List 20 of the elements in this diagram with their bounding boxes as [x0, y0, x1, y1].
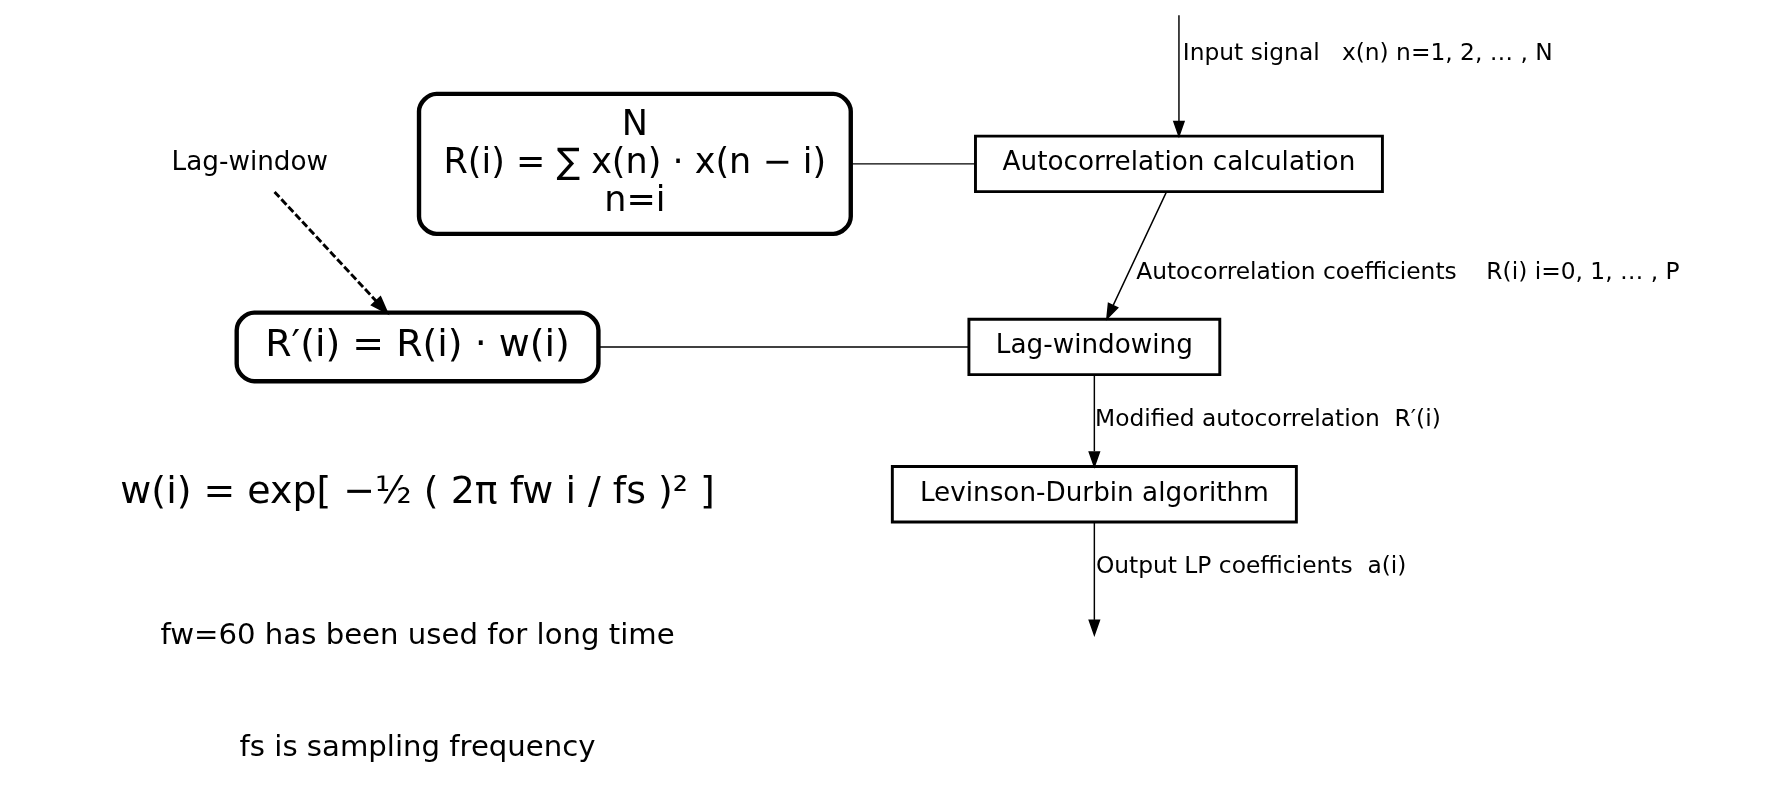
node-box: Lag-windowing	[967, 317, 1222, 377]
edge-label: Output LP coefficients a(i)	[1095, 551, 1407, 580]
node-box: R′(i) = R(i) · w(i)	[234, 310, 601, 384]
arrow	[1172, 14, 1186, 139]
label: fw=60 has been used for long time	[160, 616, 675, 651]
arrow	[1088, 521, 1101, 637]
node-box: Autocorrelation calculation	[974, 134, 1384, 194]
label: fs is sampling frequency	[239, 729, 596, 764]
node-box: Levinson-Durbin algorithm	[890, 465, 1298, 524]
connector	[850, 163, 977, 165]
edge-label: Input signal x(n) n=1, 2, … , N	[1182, 38, 1553, 67]
arrow	[1105, 191, 1168, 321]
label: w(i) = exp[ −½ ( 2π fw i / fs )² ]	[120, 468, 715, 513]
edge-label: Autocorrelation coefficients R(i) i=0, 1, … , P	[1136, 256, 1680, 285]
node-box: N R(i) = ∑ x(n) · x(n − i) n=i	[416, 91, 853, 237]
arrow	[273, 190, 390, 316]
node-text: Lag-window	[171, 146, 329, 177]
arrow	[1088, 374, 1101, 469]
edge-label: Modified autocorrelation R′(i)	[1095, 404, 1441, 433]
connector	[597, 346, 970, 348]
